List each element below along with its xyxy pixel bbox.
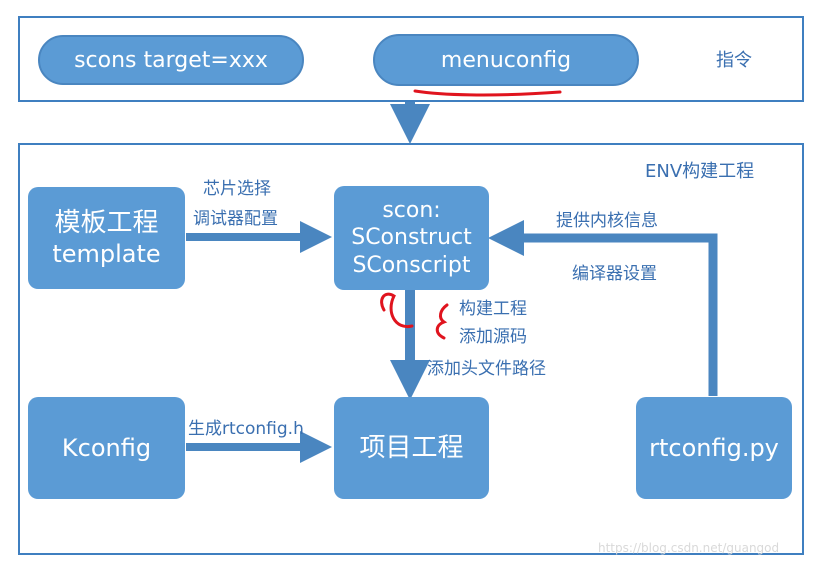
red-underline-menuconfig [413, 89, 562, 97]
scons-target-command: scons target=xxx [38, 35, 304, 85]
red-swirl-scon [380, 292, 414, 329]
debugger-config-label: 调试器配置 [193, 209, 278, 229]
kconfig-box: Kconfig [28, 397, 185, 499]
watermark: https://blog.csdn.net/guangod [598, 541, 780, 555]
red-brace [435, 303, 449, 340]
project-box: 项目工程 [334, 397, 489, 499]
scon-box: scon: SConstruct SConscript [334, 186, 489, 290]
gen-rtconfig-label: 生成rtconfig.h [188, 419, 304, 439]
kconfig-label: Kconfig [61, 434, 152, 462]
template-title: 模板工程 [54, 207, 159, 238]
env-label: ENV构建工程 [645, 161, 755, 182]
compiler-settings-label: 编译器设置 [572, 264, 657, 284]
command-frame [18, 16, 804, 102]
command-label: 指令 [716, 50, 752, 71]
template-subtitle: template [52, 240, 161, 269]
add-header-path-label: 添加头文件路径 [427, 359, 546, 379]
scon-line-1: scon: [382, 197, 441, 223]
kernel-info-label: 提供内核信息 [556, 211, 658, 231]
template-box: 模板工程 template [28, 187, 185, 289]
menuconfig-command: menuconfig [373, 34, 639, 86]
arrow-rtconfig-to-scon [488, 220, 718, 396]
env-frame [18, 143, 804, 555]
scon-line-3: SConscript [352, 252, 471, 278]
rtconfig-box: rtconfig.py [636, 397, 792, 499]
project-label: 项目工程 [359, 432, 464, 463]
add-source-label: 添加源码 [459, 327, 527, 347]
rtconfig-label: rtconfig.py [649, 434, 779, 462]
scon-line-2: SConstruct [351, 225, 472, 251]
chip-select-label: 芯片选择 [203, 179, 271, 199]
build-project-label: 构建工程 [459, 299, 527, 319]
